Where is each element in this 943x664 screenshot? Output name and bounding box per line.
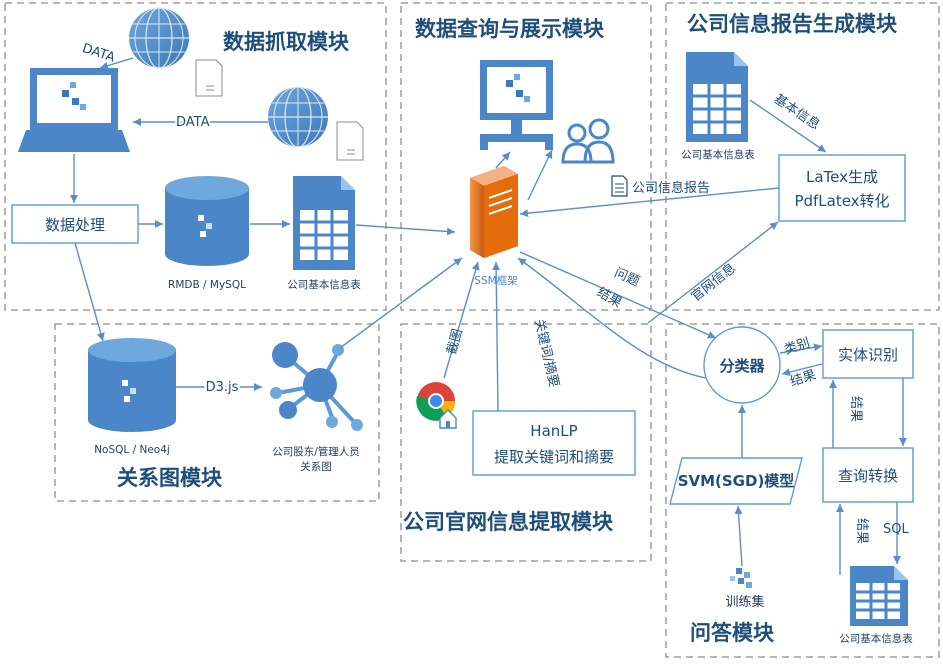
qa-module-border: [665, 323, 940, 658]
rmdb-label: RMDB / MySQL: [168, 279, 246, 291]
d3js-label: D3.js: [206, 380, 239, 395]
result-ssm-arrow: [517, 257, 707, 379]
relation-graph-label-1: 公司股东/管理人员: [272, 445, 360, 458]
screenshot-arrow: [443, 261, 480, 379]
query-conversion-box: [822, 447, 914, 503]
screenshot-label: 截图: [445, 327, 466, 356]
keywords-summary-label: 关键词/摘要: [531, 318, 562, 389]
data-top-arrow: [99, 57, 134, 70]
report-doc-icon: [611, 175, 628, 197]
hanlp-box: [472, 410, 636, 476]
chrome-icon: [416, 382, 457, 429]
basic-info-arrow: [749, 99, 827, 153]
training-to-svm-arrow: [734, 505, 743, 567]
question-label: 问题: [612, 266, 642, 290]
basic-info-label: 基本信息: [771, 91, 823, 133]
report-module-border: [665, 2, 940, 311]
nosql-label: NoSQL / Neo4j: [94, 444, 170, 456]
question-arrow: [519, 251, 717, 339]
classifier-label: 分类器: [719, 357, 765, 375]
svm-model-label: SVM(SGD)模型: [678, 472, 795, 490]
website-info-label: 官网信息: [688, 260, 739, 305]
crawl-module-border: [4, 2, 387, 311]
report-to-ssm-arrow: [519, 187, 780, 218]
pdflatex-label: PdfLatex转化: [794, 192, 889, 210]
data-top-label: DATA: [80, 41, 117, 66]
database-icon: [165, 176, 249, 266]
table-to-ssm-arrow: [355, 224, 456, 236]
classifier-node: [703, 326, 781, 404]
result-ssm-label: 结果: [594, 285, 624, 311]
graph-to-ssm-arrow: [339, 257, 463, 349]
server-icon: [470, 166, 518, 258]
monitor-icon: [480, 60, 553, 150]
keywords-arrow: [492, 261, 501, 412]
website-info-arrow: [647, 221, 779, 324]
svm-model-box: [669, 457, 803, 505]
users-icon: [561, 118, 615, 164]
module-borders: [4, 2, 940, 658]
ssm-to-monitor-arrow: [495, 151, 511, 169]
qa-module-title: 问答模块: [690, 621, 775, 645]
query-module-title: 数据查询与展示模块: [415, 17, 605, 41]
qa-basic-table-label: 公司基本信息表: [839, 632, 913, 645]
spreadsheet-icon: [686, 52, 748, 142]
dataset-icon: [730, 568, 752, 588]
training-set-label: 训练集: [725, 594, 764, 610]
document-icon: [195, 59, 223, 97]
graph-module-title: 关系图模块: [117, 466, 223, 490]
globe-icon: [268, 86, 328, 148]
company-report-label: 公司信息报告: [632, 180, 710, 196]
basic-info-table-label: 公司基本信息表: [287, 278, 361, 291]
hanlp-label: HanLP: [530, 422, 577, 440]
graph-module-border: [54, 323, 380, 502]
graph-icon: [270, 342, 363, 431]
website-module-title: 公司官网信息提取模块: [403, 510, 614, 534]
data-mid-label: DATA: [176, 115, 210, 130]
query-module-border: [400, 2, 652, 311]
crawl-module-title: 数据抓取模块: [223, 30, 350, 54]
spreadsheet-icon: [850, 566, 908, 626]
document-icon: [336, 121, 364, 161]
database-icon: [88, 338, 176, 432]
ssm-to-users-arrow: [527, 149, 553, 201]
spreadsheet-icon: [293, 176, 355, 270]
result-qa2-label: 结果: [854, 518, 869, 544]
result-entity-arrow: [781, 363, 823, 376]
report-basic-table-label: 公司基本信息表: [681, 148, 755, 161]
monitor-icon: [18, 68, 130, 152]
category-arrow: [779, 343, 823, 354]
latex-box: [778, 154, 906, 222]
category-label: 类别: [783, 336, 812, 358]
sql-label: SQL: [883, 522, 909, 537]
data-processing-label: 数据处理: [45, 216, 105, 234]
website-module-border: [400, 323, 652, 562]
entity-recognition-box: [822, 329, 914, 379]
globe-icon: [129, 7, 189, 69]
processing-to-nosql-arrow: [74, 242, 105, 342]
relation-graph-label-2: 关系图: [300, 460, 332, 473]
result-qa1-label: 结果: [848, 396, 863, 422]
query-conversion-label: 查询转换: [838, 467, 898, 485]
hanlp-desc-label: 提取关键词和摘要: [494, 448, 614, 466]
report-module-title: 公司信息报告生成模块: [687, 12, 898, 36]
entity-recognition-label: 实体识别: [838, 346, 898, 364]
latex-label: LaTex生成: [806, 168, 878, 186]
